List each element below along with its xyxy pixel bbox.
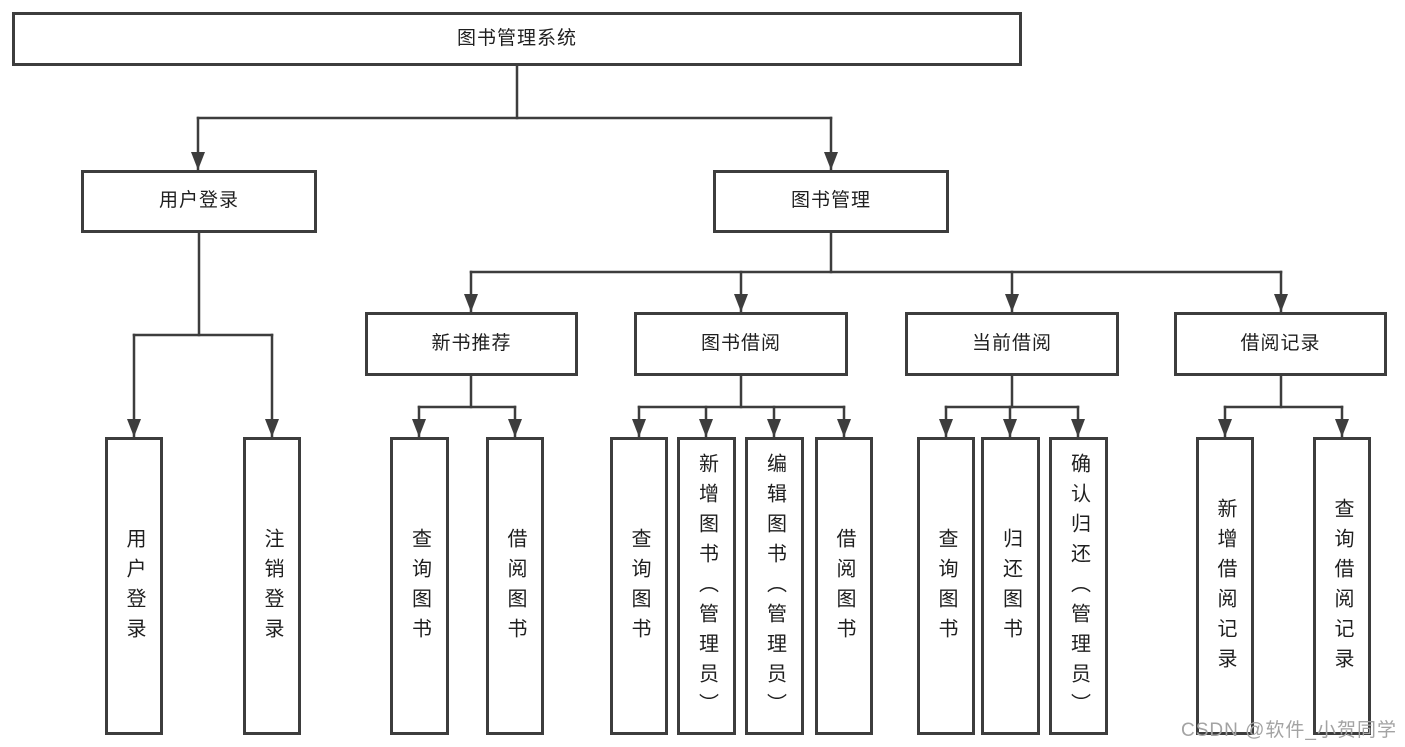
leaf-borrowing-query-books: 查询图书 — [610, 437, 668, 735]
connector-borrowing-records-to-leaves — [1218, 374, 1349, 439]
node-library-management-system: 图书管理系统 — [12, 12, 1022, 66]
connector-root-to-level2 — [191, 64, 838, 172]
connector-user-login-to-leaves — [127, 231, 279, 439]
leaf-borrowing-edit-books-admin: 编辑图书（管理员） — [745, 437, 804, 735]
node-current-borrowing: 当前借阅 — [905, 312, 1119, 376]
leaf-recommend-borrow-books: 借阅图书 — [486, 437, 544, 735]
leaf-records-add-borrow-record: 新增借阅记录 — [1196, 437, 1254, 735]
leaf-current-confirm-return-admin: 确认归还（管理员） — [1049, 437, 1108, 735]
connector-new-book-recommendation-to-leaves — [412, 374, 522, 439]
leaf-current-return-books: 归还图书 — [981, 437, 1040, 735]
connector-current-borrowing-to-leaves — [939, 374, 1085, 439]
connector-book-management-to-level3 — [464, 231, 1288, 314]
connector-book-borrowing-to-leaves — [632, 374, 851, 439]
node-user-login: 用户登录 — [81, 170, 317, 233]
node-book-management: 图书管理 — [713, 170, 949, 233]
node-borrowing-records: 借阅记录 — [1174, 312, 1387, 376]
node-new-book-recommendation: 新书推荐 — [365, 312, 578, 376]
leaf-recommend-query-books: 查询图书 — [390, 437, 449, 735]
leaf-records-query-borrow-record: 查询借阅记录 — [1313, 437, 1371, 735]
leaf-user-login: 用户登录 — [105, 437, 163, 735]
leaf-borrowing-borrow-books: 借阅图书 — [815, 437, 873, 735]
leaf-current-query-books: 查询图书 — [917, 437, 975, 735]
leaf-logout: 注销登录 — [243, 437, 301, 735]
node-book-borrowing: 图书借阅 — [634, 312, 848, 376]
csdn-watermark: CSDN @软件_小贺同学 — [1181, 720, 1397, 741]
leaf-borrowing-add-books-admin: 新增图书（管理员） — [677, 437, 736, 735]
